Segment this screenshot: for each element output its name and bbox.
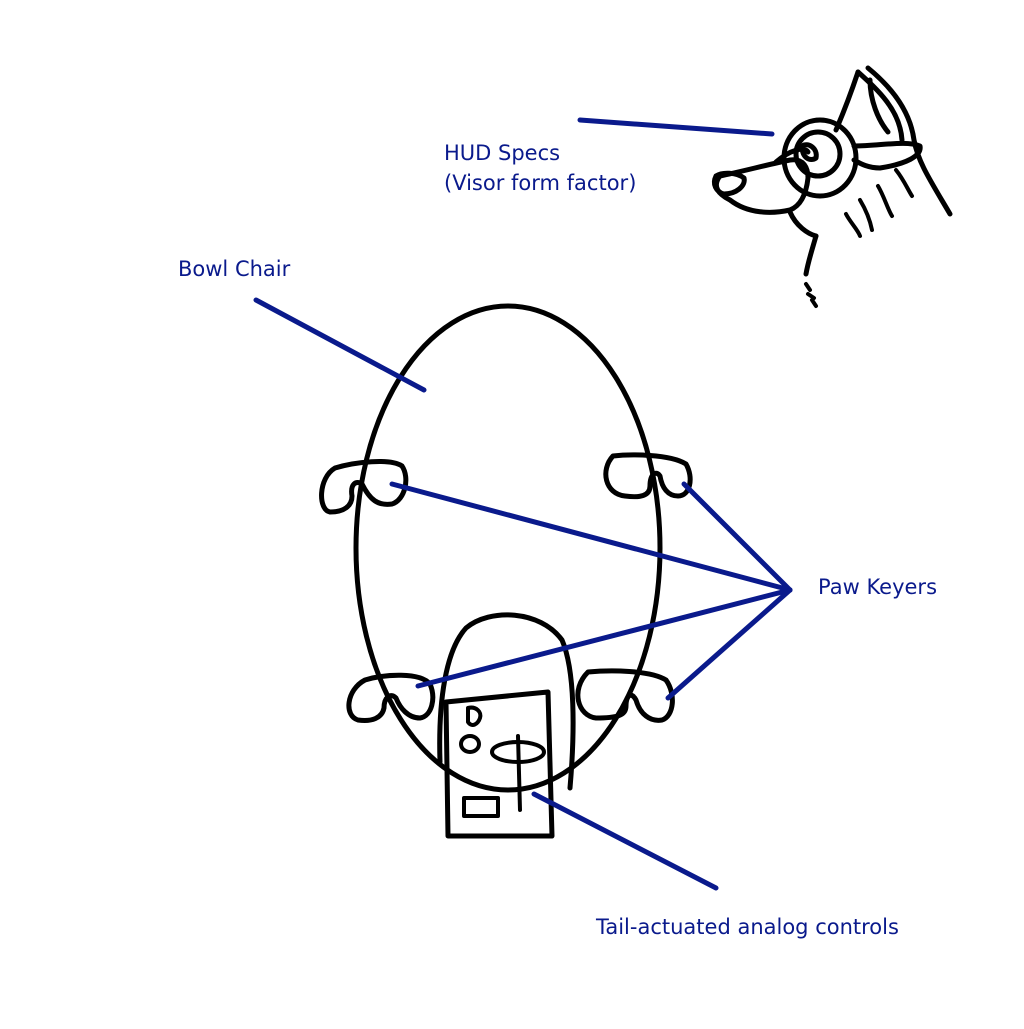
paw-keyers-label: Paw Keyers — [818, 575, 938, 599]
paw-keyer-leader-3 — [415, 587, 793, 689]
bowl-chair-icon — [353, 303, 663, 793]
leader-lines — [253, 117, 793, 891]
paw-keyer-bottom-left — [346, 672, 436, 723]
wolf-head-with-visor-icon — [711, 65, 953, 308]
bowl-chair-label: Bowl Chair — [178, 257, 291, 281]
joystick-stick — [516, 734, 522, 812]
hud-specs-sublabel: (Visor form factor) — [444, 171, 637, 195]
paw-keyer-leader-1 — [389, 481, 793, 593]
tail-controls-label: Tail-actuated analog controls — [596, 915, 899, 939]
bowl-chair-leader — [253, 297, 427, 393]
hud-specs-leader — [577, 117, 775, 137]
indicator-light — [466, 705, 483, 727]
hud-specs-label: HUD Specs — [444, 141, 561, 165]
paw-keyer-bottom-right — [575, 668, 675, 723]
tail-controls-leader — [531, 791, 719, 891]
paw-keyer-leader-4 — [665, 587, 793, 701]
knob — [459, 734, 481, 754]
paw-keyer-top-left — [319, 459, 409, 515]
slider-button — [462, 796, 500, 818]
paw-keyer-leader-2 — [681, 481, 793, 593]
paw-keyer-top-right — [603, 452, 693, 500]
